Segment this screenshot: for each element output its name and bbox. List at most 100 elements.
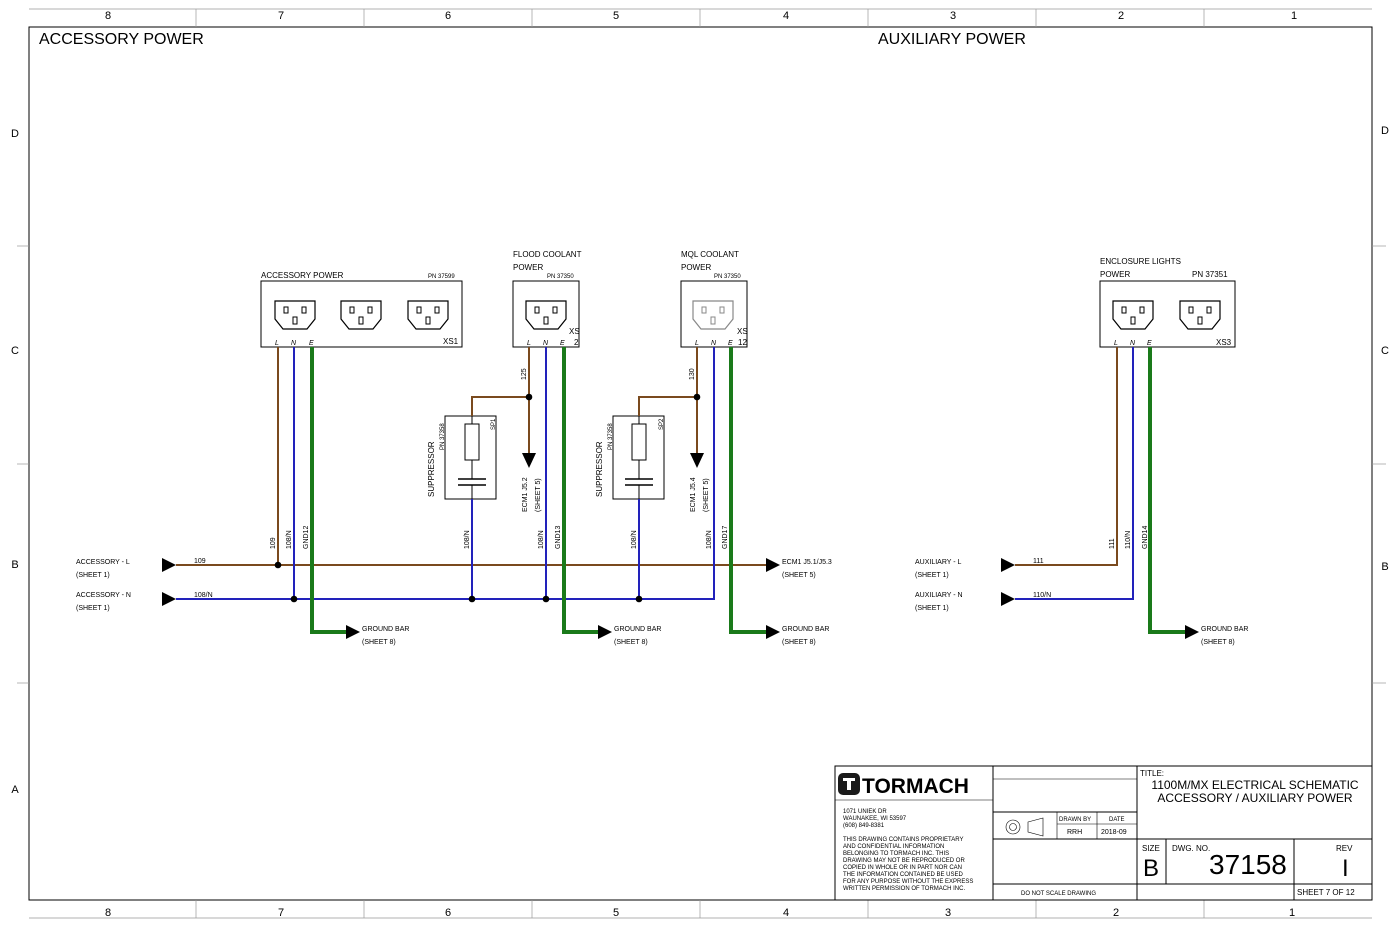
svg-text:1071 UNIEK DR: 1071 UNIEK DR: [843, 809, 887, 815]
svg-text:XS3: XS3: [1216, 338, 1232, 347]
wire-ground-14: [1148, 347, 1185, 634]
svg-text:SHEET 7 OF 12: SHEET 7 OF 12: [1297, 888, 1355, 897]
wire-label: 108/N: [631, 530, 638, 549]
tormach-logo: TORMACH: [838, 773, 969, 798]
outlet-icon: [525, 300, 567, 330]
svg-text:L: L: [695, 340, 699, 347]
zone-col-top: 2: [1118, 10, 1124, 22]
zone-row-right: C: [1381, 345, 1389, 357]
arrow-symbols: [162, 453, 1199, 639]
svg-text:E: E: [560, 340, 565, 347]
zone-col-bottom: 8: [105, 907, 111, 919]
outlet-icon: [274, 300, 316, 330]
svg-text:SUPPRESSOR: SUPPRESSOR: [427, 441, 436, 497]
svg-text:MQL COOLANT: MQL COOLANT: [681, 250, 739, 259]
svg-text:XS: XS: [737, 327, 748, 336]
connector-label: (SHEET 1): [76, 605, 110, 612]
svg-text:TORMACH: TORMACH: [862, 775, 969, 798]
zone-row-right: D: [1381, 125, 1389, 137]
connector-label: AUXILIARY - N: [915, 592, 963, 599]
svg-text:2: 2: [574, 338, 579, 347]
svg-text:E: E: [728, 340, 733, 347]
svg-text:DO NOT SCALE DRAWING: DO NOT SCALE DRAWING: [1021, 891, 1096, 897]
svg-text:REV: REV: [1336, 844, 1353, 853]
connector-label: (SHEET 8): [362, 639, 396, 646]
svg-text:POWER: POWER: [1100, 270, 1130, 279]
svg-text:THIS DRAWING CONTAINS PROPRIET: THIS DRAWING CONTAINS PROPRIETARY: [843, 837, 963, 843]
svg-text:N: N: [543, 340, 549, 347]
wire-label: 109: [270, 537, 277, 549]
receptacle-enclosure-lights-xs3: ENCLOSURE LIGHTS POWER PN 37351 XS3 L N …: [1099, 257, 1236, 348]
svg-text:N: N: [291, 340, 297, 347]
connector-label: (SHEET 1): [76, 572, 110, 579]
connector-label: (SHEET 8): [1201, 639, 1235, 646]
wire-label: GND17: [722, 526, 729, 549]
svg-text:1100M/MX ELECTRICAL SCHEMATIC: 1100M/MX ELECTRICAL SCHEMATIC: [1151, 778, 1358, 792]
zone-ticks: [17, 9, 1386, 918]
svg-text:ACCESSORY POWER: ACCESSORY POWER: [261, 271, 344, 280]
connector-label: ECM1 J5.1/J5.3: [782, 559, 832, 566]
connector-label: ACCESSORY - N: [76, 592, 131, 599]
svg-text:FLOOD COOLANT: FLOOD COOLANT: [513, 250, 582, 259]
receptacle-flood-coolant-xs2: FLOOD COOLANT POWER PN 37350 XS 2 L N E: [512, 250, 582, 348]
svg-text:PN 37358: PN 37358: [608, 423, 614, 450]
svg-text:L: L: [527, 340, 531, 347]
svg-text:PN 37599: PN 37599: [428, 274, 455, 280]
svg-text:PN 37350: PN 37350: [547, 274, 574, 280]
zone-row-right: B: [1381, 561, 1388, 573]
connector-label: AUXILIARY - L: [915, 559, 962, 566]
connector-label: (SHEET 1): [915, 605, 949, 612]
svg-text:BELONGING TO TORMACH INC. THIS: BELONGING TO TORMACH INC. THIS: [843, 851, 949, 857]
heading-auxiliary-power: AUXILIARY POWER: [878, 31, 1026, 48]
connector-label: (SHEET 8): [782, 639, 816, 646]
svg-text:E: E: [1147, 340, 1152, 347]
zone-row-left: C: [11, 345, 19, 357]
zone-row-left: D: [11, 128, 19, 140]
svg-text:PN 37350: PN 37350: [714, 274, 741, 280]
zone-col-top: 5: [613, 10, 619, 22]
svg-text:THE INFORMATION CONTAINED BE U: THE INFORMATION CONTAINED BE USED: [843, 872, 963, 878]
zone-col-top: 8: [105, 10, 111, 22]
suppressor-sp2: SUPPRESSOR PN 37358 SP2: [595, 415, 665, 500]
svg-text:2018-09: 2018-09: [1101, 829, 1127, 836]
zone-row-left: A: [11, 784, 19, 796]
wire-label: 111: [1033, 558, 1044, 565]
wire-label: GND14: [1142, 526, 1149, 549]
svg-text:E: E: [309, 340, 314, 347]
svg-text:DRAWN BY: DRAWN BY: [1059, 817, 1091, 823]
heading-accessory-power: ACCESSORY POWER: [39, 31, 204, 48]
wire-line-111: [1015, 347, 1118, 566]
svg-text:AND CONFIDENTIAL INFORMATION: AND CONFIDENTIAL INFORMATION: [843, 844, 944, 850]
wire-label: GND13: [555, 526, 562, 549]
wire-label: 110/N: [1033, 592, 1051, 599]
wire-ground: [310, 347, 766, 634]
connector-label: (SHEET 8): [614, 639, 648, 646]
zone-col-bottom: 1: [1289, 907, 1295, 919]
svg-text:POWER: POWER: [513, 263, 543, 272]
svg-text:RRH: RRH: [1067, 829, 1082, 836]
svg-text:N: N: [711, 340, 717, 347]
svg-text:XS: XS: [569, 327, 580, 336]
connector-label: GROUND BAR: [1201, 626, 1248, 633]
wire-label: 108/N: [286, 530, 293, 549]
wire-label: 108/N: [464, 530, 471, 549]
outlet-icon: [692, 300, 734, 330]
connector-label: ECM1 J5.2: [522, 477, 529, 512]
svg-text:TITLE:: TITLE:: [1140, 769, 1164, 778]
wire-label: 108/N: [706, 530, 713, 549]
wire-label: 109: [194, 558, 206, 565]
svg-text:L: L: [275, 340, 279, 347]
outer-border: [28, 26, 1373, 901]
zone-col-top: 1: [1291, 10, 1297, 22]
svg-text:SP2: SP2: [659, 418, 665, 430]
zone-col-top: 3: [950, 10, 956, 22]
svg-text:12: 12: [738, 338, 747, 347]
wire-label: 130: [689, 368, 696, 380]
zone-col-bottom: 4: [783, 907, 789, 919]
zone-row-left: B: [11, 559, 18, 571]
zone-col-bottom: 2: [1113, 907, 1119, 919]
connector-label: GROUND BAR: [362, 626, 409, 633]
zone-col-top: 6: [445, 10, 451, 22]
svg-text:DATE: DATE: [1109, 817, 1125, 823]
